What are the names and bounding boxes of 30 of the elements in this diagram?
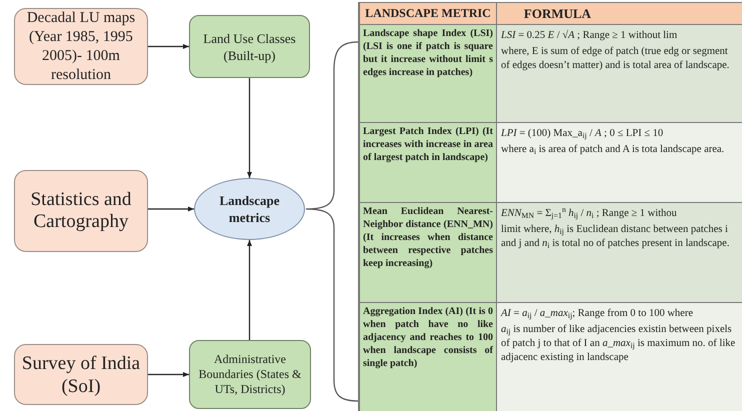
formula: LSI = 0.25 E / √A ; Range ≥ 1 without lim <box>501 28 678 43</box>
column-header: LANDSCAPE METRIC <box>360 3 497 24</box>
metric-cell: Landscape shape Index (LSI) (LSI is one if patch is square but it increase without limit s edges increase in patches) <box>363 27 493 79</box>
arrow <box>247 240 252 340</box>
arrow <box>247 78 252 178</box>
formula: ENN$_{MN}$ = Σ$_{j=1}$$^{n}$ h$_{ij}$ / n$_{i}$ ; Range ≥ 1 withou <box>501 206 678 221</box>
process-box <box>189 15 310 78</box>
arrow <box>148 206 194 212</box>
formula: AI = a$_{ij}$ / a_max$_{ij}$; Range from 0 to 100 where <box>501 307 694 321</box>
node-label: Statistics and Cartography <box>30 189 132 233</box>
data-source-box <box>14 344 148 405</box>
data-source-box <box>14 170 148 252</box>
node-label: Landscape metrics <box>218 192 280 226</box>
column-header: FORMULA <box>522 5 592 23</box>
arrow <box>148 44 189 49</box>
process-box <box>189 340 311 409</box>
arrow <box>148 372 189 377</box>
node-label: Land Use Classes (Built-up) <box>202 30 297 64</box>
formula-description: where, E is sum of edge of patch (true edg or segment of edges doesn’t matter) and is total area of landscape. <box>501 45 730 73</box>
formula-description: where a$_{i}$ is area of patch and A is tota landscape area. <box>501 143 726 157</box>
formula-description: limit where, h$_{ij}$ is Euclidean distanc between patches i and j and n$_{i}$ is total no of patches present in landscape. <box>501 223 730 251</box>
metric-cell: Mean Euclidean Nearest-Neighbor distance (ENN_MN) (It increases when distance between respective patches keep increasing) <box>363 205 493 270</box>
metric-cell: Largest Patch Index (LPI) (It increases with increase in area of largest patch in landscape) <box>363 125 493 164</box>
metric-cell: Aggregation Index (AI) (It is 0 when patch have no like adjacency and reaches to 100 when landscape consists of single patch) <box>363 305 493 370</box>
data-source-box <box>14 8 148 85</box>
node-label: Survey of India (SoI) <box>20 352 142 398</box>
node-label: Administrative Boundaries (States & UTs, Districts) <box>198 352 302 397</box>
formula-description: a$_{ij}$ is number of like adjacencies existin between pixels of patch j to that of I an a_max$_{ij}$ is maximum no. of like adjacenc existing in landscape <box>501 323 736 365</box>
formula: LPI = (100) Max_a$_{ij}$ / A ; 0 ≤ LPI ≤ 10 <box>501 127 664 141</box>
node-label: Decadal LU maps (Year 1985, 1995 2005)- 100m resolution <box>26 8 136 84</box>
